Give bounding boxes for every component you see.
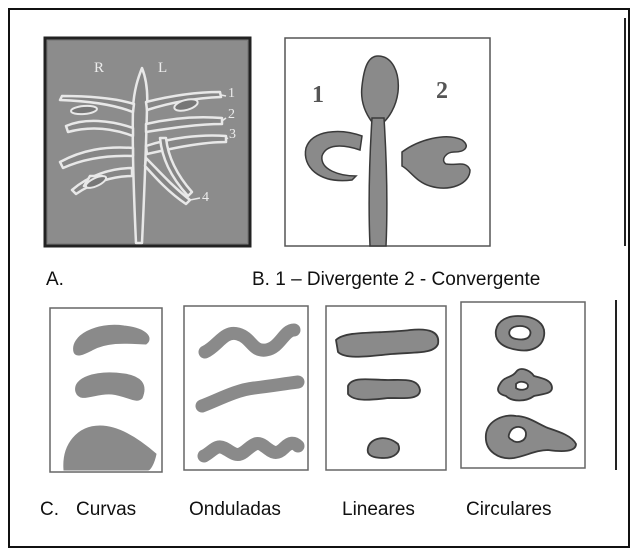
caption-onduladas: Onduladas [189,499,281,521]
curvas-panel [50,308,162,472]
panel-a-branch-number-1: 1 [228,86,235,102]
caption-c-prefix: C. [40,499,59,521]
caption-a: A. [46,269,64,291]
panel-a-side-label-r: R [94,60,104,77]
panel-a-image [45,38,250,246]
caption-circulares: Circulares [466,499,552,521]
panel-b-number-1: 1 [312,82,324,109]
panel-a-branch-number-2: 2 [228,107,235,123]
caption-lineares: Lineares [342,499,415,521]
panel-a-branch-number-3: 3 [229,127,236,143]
caption-b: B. 1 – Divergente 2 - Convergente [252,269,540,291]
onduladas-panel [184,306,308,470]
circulares-panel [461,302,585,468]
panel-a-side-label-l: L [158,60,167,77]
panel-b-image [285,38,490,246]
panel-a-branch-number-4: 4 [202,190,209,206]
lineares-panel [326,306,446,470]
panel-b-number-2: 2 [436,78,448,105]
caption-curvas: Curvas [76,499,136,521]
